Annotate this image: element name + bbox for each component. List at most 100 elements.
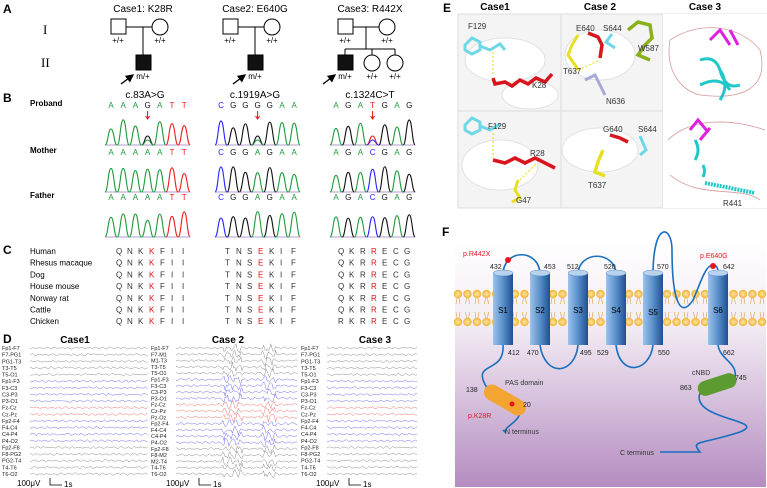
amino-acid: F xyxy=(160,259,165,268)
lipid-head xyxy=(520,289,529,299)
amino-acid: T xyxy=(225,306,230,315)
eeg-trace xyxy=(326,426,417,430)
peptide-loop xyxy=(481,344,504,389)
mutation-label: p.E640G xyxy=(700,253,728,260)
amino-acid: I xyxy=(171,294,173,303)
father-symbol xyxy=(337,18,354,35)
eeg-trace xyxy=(175,456,298,468)
amino-acid: F xyxy=(291,294,296,303)
helix-label: S5 xyxy=(648,308,658,317)
eeg-trace xyxy=(29,459,148,463)
amino-acid: N xyxy=(236,270,242,279)
helix-label: S3 xyxy=(573,306,583,315)
chromatogram-peak xyxy=(116,213,130,238)
eeg-trace xyxy=(175,381,298,391)
chromatogram-peak xyxy=(177,125,191,146)
chromatogram-peak xyxy=(378,124,392,146)
eeg-trace xyxy=(175,424,298,436)
lipid-tail xyxy=(512,311,518,319)
eeg-trace xyxy=(326,379,418,383)
chromatogram-peak xyxy=(104,167,118,193)
amino-acid: R xyxy=(360,294,366,303)
lipid-tail xyxy=(455,297,461,305)
lipid-head xyxy=(729,317,738,327)
amino-acid: Q xyxy=(116,247,122,256)
eeg-trace xyxy=(175,450,298,460)
eeg-trace xyxy=(175,399,298,410)
amino-acid: G xyxy=(404,259,410,268)
lipid-head xyxy=(634,317,643,327)
residue-label: G47 xyxy=(516,196,532,205)
eeg-trace xyxy=(175,406,298,416)
lipid-tail xyxy=(702,297,708,305)
amino-acid: N xyxy=(236,259,242,268)
lipid-tail xyxy=(636,311,641,319)
base-call: A xyxy=(292,101,298,110)
eeg-scale-amplitude: 100μV xyxy=(166,479,190,488)
structure-title: Case 2 xyxy=(584,2,617,13)
base-call: T xyxy=(170,193,175,202)
lipid-head xyxy=(548,289,558,299)
amino-acid: K xyxy=(149,306,155,315)
amino-acid: I xyxy=(280,270,282,279)
eeg-trace xyxy=(175,443,298,454)
amino-acid: F xyxy=(291,282,296,291)
eeg-channel-label: Cz-Pz xyxy=(2,412,17,418)
amino-acid: N xyxy=(236,294,242,303)
chromatogram-peak xyxy=(263,214,277,238)
base-call: A xyxy=(121,101,127,110)
lipid-head xyxy=(596,289,605,299)
chromatogram-peak xyxy=(378,166,392,193)
eeg-trace xyxy=(29,399,148,403)
base-call: C xyxy=(218,193,224,202)
base-call: C xyxy=(218,148,224,157)
lipid-tail xyxy=(550,311,556,319)
base-call: A xyxy=(108,193,114,202)
amino-acid: F xyxy=(160,270,165,279)
amino-acid: I xyxy=(171,270,173,279)
eeg-channel-label: F7-M1 xyxy=(151,352,167,358)
chromatogram-peak xyxy=(116,119,130,146)
transmembrane-helix xyxy=(643,273,663,345)
amino-acid: N xyxy=(127,282,133,291)
lipid-tail xyxy=(683,311,689,319)
eeg-scale-bar xyxy=(348,478,361,486)
pas-domain-label: PAS domain xyxy=(505,380,543,387)
eeg-trace xyxy=(29,379,148,383)
father-symbol xyxy=(222,18,239,35)
amino-acid: K xyxy=(138,282,144,291)
eeg-trace xyxy=(29,366,148,370)
proband-arrow-icon xyxy=(120,74,135,85)
eeg-channel-label: Fp1-F7 xyxy=(2,346,20,352)
transmembrane-helix xyxy=(568,273,588,345)
eeg-trace xyxy=(326,439,418,443)
residue-number: 863 xyxy=(680,385,692,392)
amino-acid: K xyxy=(149,294,155,303)
eeg-channel-label: Pz-Oz xyxy=(151,415,167,421)
amino-acid: S xyxy=(247,294,252,303)
peptide-loop xyxy=(539,344,579,370)
eeg-scale-amplitude: 100μV xyxy=(17,479,41,488)
panel-label-a: A xyxy=(3,2,12,16)
species-label: Dog xyxy=(30,270,45,279)
amino-acid: S xyxy=(247,306,252,315)
eeg-channel-label: PG2-T4 xyxy=(301,459,320,465)
species-label: House mouse xyxy=(30,282,80,291)
amino-acid: Q xyxy=(338,247,344,256)
amino-acid: E xyxy=(258,270,263,279)
base-call: G xyxy=(230,193,236,202)
eeg-trace xyxy=(326,445,418,449)
lipid-head xyxy=(586,317,596,327)
eeg-trace xyxy=(175,361,298,372)
eeg-channel-label: T3-T5 xyxy=(2,366,17,372)
father-symbol xyxy=(110,18,127,35)
residue-number: 570 xyxy=(657,264,669,271)
mother-symbol xyxy=(378,18,396,36)
chromatogram-peak xyxy=(275,213,289,238)
amino-acid: K xyxy=(269,282,275,291)
lipid-tail xyxy=(759,311,765,319)
amino-acid: R xyxy=(371,259,377,268)
eeg-trace xyxy=(326,366,418,370)
eeg-channel-label: Cz-Pz xyxy=(301,412,316,418)
lipid-tail xyxy=(683,297,689,305)
